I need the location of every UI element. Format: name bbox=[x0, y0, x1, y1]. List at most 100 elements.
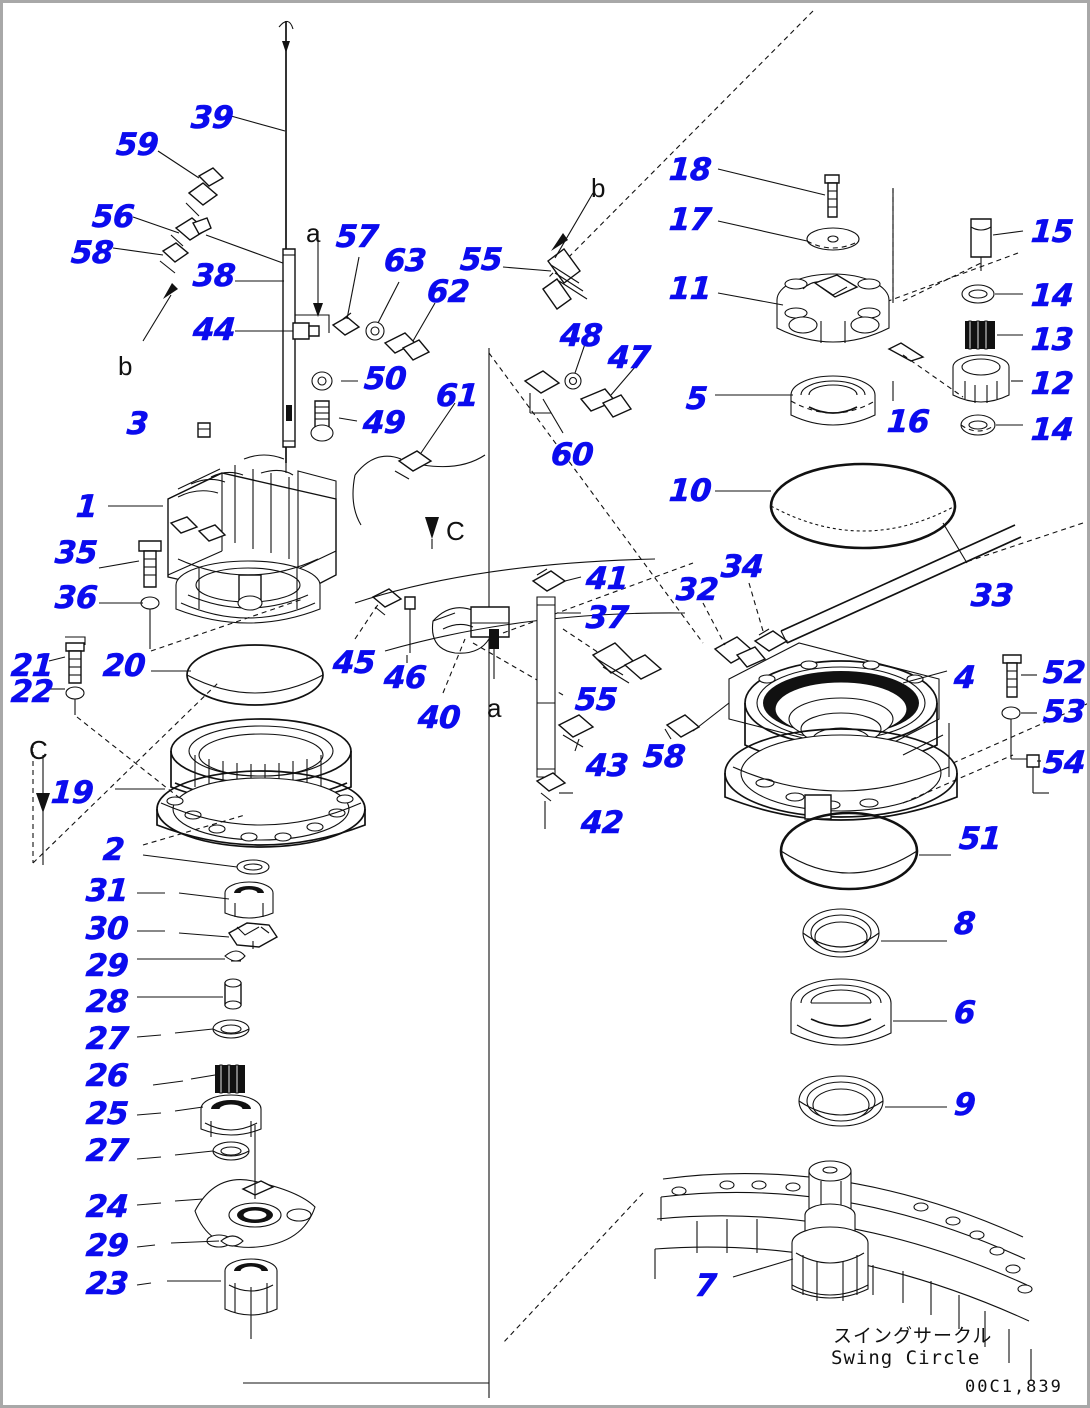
callout-number-63[interactable]: 63 bbox=[382, 243, 428, 280]
callout-number-38[interactable]: 38 bbox=[191, 258, 237, 295]
callout-number-43[interactable]: 43 bbox=[584, 748, 630, 785]
part-44-clamp bbox=[292, 314, 330, 340]
callout-number-30[interactable]: 30 bbox=[84, 911, 130, 948]
part-43-fitting bbox=[557, 714, 595, 748]
callout-number-37[interactable]: 37 bbox=[584, 600, 630, 637]
part-12-bushing bbox=[952, 354, 1010, 403]
callout-number-35[interactable]: 35 bbox=[53, 535, 99, 572]
callout-number-62[interactable]: 62 bbox=[425, 274, 471, 311]
callout-number-2[interactable]: 2 bbox=[101, 832, 126, 869]
leader-32 bbox=[702, 602, 726, 646]
leader-61 bbox=[420, 402, 456, 454]
callout-number-9[interactable]: 9 bbox=[952, 1087, 977, 1124]
callout-number-56[interactable]: 56 bbox=[90, 199, 136, 236]
callout-number-22[interactable]: 22 bbox=[9, 674, 55, 711]
callout-number-8[interactable]: 8 bbox=[952, 906, 977, 943]
part-32-fitting bbox=[713, 636, 767, 668]
section-arrow-b-left bbox=[142, 283, 178, 342]
callout-number-27[interactable]: 27 bbox=[84, 1133, 130, 1170]
callout-number-61[interactable]: 61 bbox=[434, 378, 480, 415]
callout-number-34[interactable]: 34 bbox=[719, 549, 765, 586]
leader-2b bbox=[142, 854, 238, 868]
callout-number-44[interactable]: 44 bbox=[191, 312, 237, 349]
callout-number-58[interactable]: 58 bbox=[69, 235, 115, 272]
callout-number-20[interactable]: 20 bbox=[101, 648, 147, 685]
callout-number-18[interactable]: 18 bbox=[667, 152, 713, 189]
part-38-tube bbox=[282, 248, 296, 448]
callout-number-5[interactable]: 5 bbox=[684, 381, 709, 418]
callout-number-1[interactable]: 1 bbox=[74, 489, 99, 526]
callout-number-41[interactable]: 41 bbox=[584, 561, 630, 598]
callout-number-6[interactable]: 6 bbox=[952, 995, 977, 1032]
callout-number-50[interactable]: 50 bbox=[362, 361, 408, 398]
part-49-bolt bbox=[310, 400, 334, 442]
callout-number-23[interactable]: 23 bbox=[84, 1266, 130, 1303]
part-52-bolt bbox=[1002, 654, 1022, 698]
callout-number-42[interactable]: 42 bbox=[579, 805, 625, 842]
callout-number-48[interactable]: 48 bbox=[558, 318, 604, 355]
leader-58-left bbox=[112, 247, 164, 256]
callout-number-16[interactable]: 16 bbox=[885, 404, 931, 441]
callout-number-51[interactable]: 51 bbox=[957, 821, 1003, 858]
callout-number-25[interactable]: 25 bbox=[84, 1096, 130, 1133]
leader-41 bbox=[564, 576, 582, 582]
callout-number-52[interactable]: 52 bbox=[1041, 655, 1087, 692]
callout-number-13[interactable]: 13 bbox=[1029, 322, 1075, 359]
callout-number-53[interactable]: 53 bbox=[1041, 694, 1087, 731]
part-51-oring bbox=[779, 811, 919, 891]
part-58-fitting-left bbox=[159, 242, 190, 274]
callout-number-46[interactable]: 46 bbox=[382, 660, 428, 697]
callout-number-57[interactable]: 57 bbox=[334, 219, 380, 256]
part-18-bolt bbox=[824, 174, 840, 218]
swing-circle-caption-jp: スイングサークル bbox=[833, 1325, 993, 1347]
callout-number-33[interactable]: 33 bbox=[969, 578, 1015, 615]
callout-number-39[interactable]: 39 bbox=[189, 100, 235, 137]
leader-22 bbox=[49, 688, 192, 808]
callout-number-47[interactable]: 47 bbox=[606, 340, 652, 377]
callout-number-17[interactable]: 17 bbox=[667, 202, 713, 239]
callout-number-19[interactable]: 19 bbox=[49, 775, 95, 812]
callout-number-45[interactable]: 45 bbox=[331, 645, 377, 682]
callout-number-54[interactable]: 54 bbox=[1041, 745, 1087, 782]
callout-number-15[interactable]: 15 bbox=[1029, 214, 1075, 251]
leader-11 bbox=[717, 292, 784, 306]
callout-number-14[interactable]: 14 bbox=[1029, 278, 1075, 315]
callout-number-26[interactable]: 26 bbox=[84, 1058, 130, 1095]
callout-number-14[interactable]: 14 bbox=[1029, 412, 1075, 449]
callout-number-3[interactable]: 3 bbox=[125, 406, 150, 443]
part-9-retainer bbox=[798, 1075, 884, 1127]
callout-number-24[interactable]: 24 bbox=[84, 1189, 130, 1226]
leader-7 bbox=[732, 1258, 794, 1278]
part-21-bolt bbox=[65, 636, 86, 684]
part-31-nut bbox=[224, 881, 274, 919]
part-46-pin bbox=[404, 596, 416, 653]
callout-number-55[interactable]: 55 bbox=[573, 682, 619, 719]
callout-number-59[interactable]: 59 bbox=[114, 127, 160, 164]
callout-number-4[interactable]: 4 bbox=[952, 660, 977, 697]
part-30-lockwasher bbox=[227, 922, 279, 949]
callout-number-29[interactable]: 29 bbox=[84, 1228, 130, 1265]
callout-number-11[interactable]: 11 bbox=[667, 271, 713, 308]
frame-construction-lines bbox=[32, 10, 1084, 1398]
callout-number-28[interactable]: 28 bbox=[84, 984, 130, 1021]
callout-number-36[interactable]: 36 bbox=[53, 580, 99, 617]
part-57-fitting bbox=[331, 312, 361, 336]
callout-number-55[interactable]: 55 bbox=[458, 242, 504, 279]
part-5-bearing bbox=[790, 375, 876, 426]
callout-number-27[interactable]: 27 bbox=[84, 1021, 130, 1058]
leader-17 bbox=[717, 220, 808, 242]
callout-number-49[interactable]: 49 bbox=[361, 405, 407, 442]
part-53-washer bbox=[1001, 706, 1033, 760]
callout-number-32[interactable]: 32 bbox=[674, 572, 720, 609]
callout-number-29[interactable]: 29 bbox=[84, 948, 130, 985]
leader-58-right-b bbox=[692, 702, 730, 732]
leader-56 bbox=[132, 216, 292, 267]
callout-number-7[interactable]: 7 bbox=[693, 1268, 718, 1305]
callout-number-31[interactable]: 31 bbox=[84, 873, 130, 910]
part-14-shim-lower bbox=[960, 414, 996, 436]
callout-number-12[interactable]: 12 bbox=[1029, 366, 1075, 403]
callout-number-58[interactable]: 58 bbox=[641, 739, 687, 776]
callout-number-60[interactable]: 60 bbox=[549, 437, 595, 474]
callout-number-10[interactable]: 10 bbox=[667, 473, 713, 510]
callout-number-40[interactable]: 40 bbox=[416, 700, 462, 737]
